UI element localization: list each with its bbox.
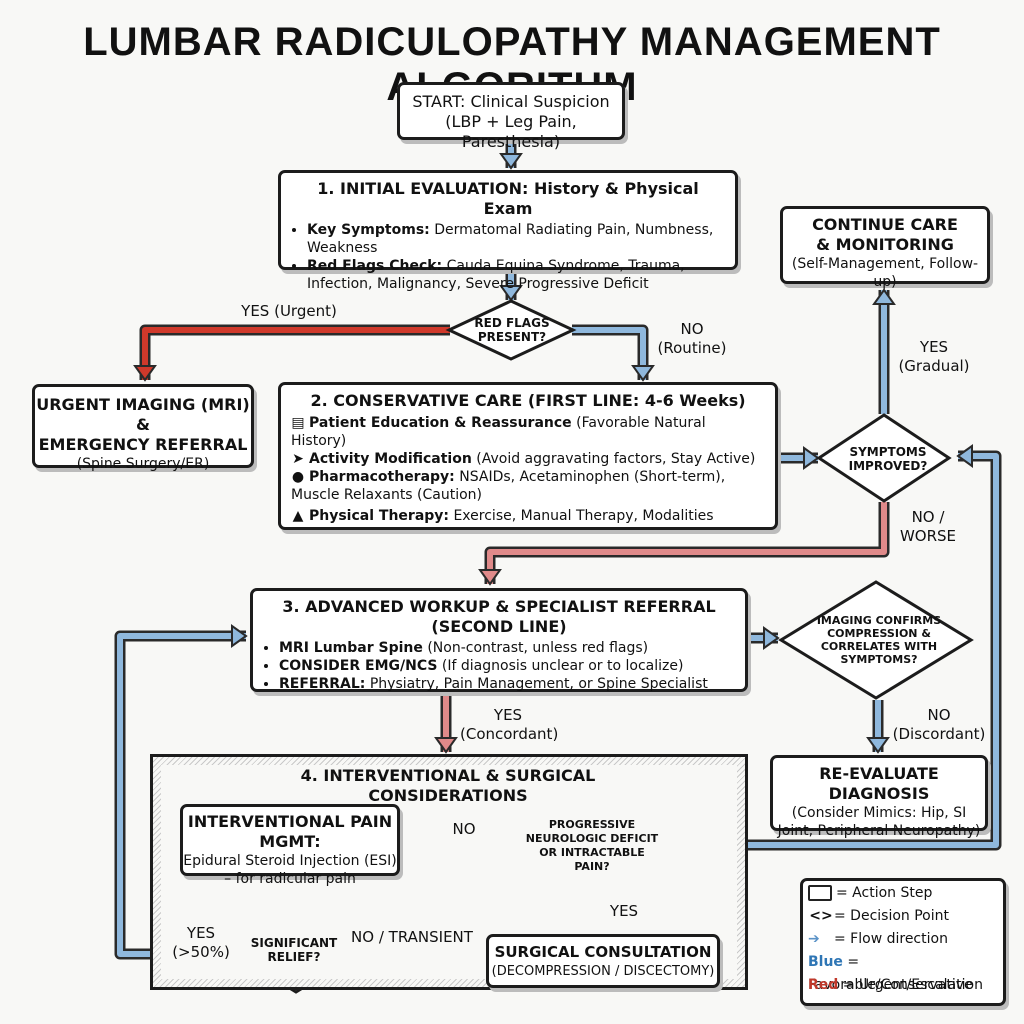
no-worse-label: NO / WORSE: [899, 508, 957, 545]
yes-urgent-arrow: [142, 327, 450, 380]
imaging-confirms-diamond: [778, 580, 974, 700]
pill-icon: ●: [291, 469, 305, 485]
start-subtitle: (LBP + Leg Pain, Paresthesia): [445, 112, 577, 151]
advanced-workup-box: 3. ADVANCED WORKUP & SPECIALIST REFERRAL…: [250, 588, 748, 692]
workup-to-imaging-arrow-head: [763, 626, 780, 650]
legend-blue: Blue = Favorable/Conservative: [808, 954, 973, 993]
running-person-icon: ➤: [292, 451, 304, 467]
relief-yes-loop-arrow-head: [231, 624, 248, 648]
red-flags-decision: RED FLAGS PRESENT?: [474, 316, 550, 344]
yes-urgent-arrow-head: [133, 365, 157, 382]
care-to-improved-arrow-head: [803, 446, 820, 470]
document-icon: ▤: [291, 415, 305, 431]
advanced-workup-title: 3. ADVANCED WORKUP & SPECIALIST REFERRAL…: [282, 597, 716, 636]
no-discordant-label: NO (Discordant): [892, 706, 986, 743]
no-routine-arrow-outline: [572, 324, 649, 380]
urgent-imaging-box: URGENT IMAGING (MRI) & EMERGENCY REFERRA…: [32, 384, 254, 472]
legend-red: Red = Urgent/Escalation: [808, 977, 983, 993]
legend: [800, 878, 1006, 1006]
pharmacotherapy-item: ●Pharmacotherapy: NSAIDs, Acetaminophen …: [291, 469, 726, 503]
yes-gradual-label: YES (Gradual): [898, 338, 970, 375]
decision-point-icon: <>: [809, 908, 833, 924]
conservative-care-title: 2. CONSERVATIVE CARE (FIRST LINE: 4-6 We…: [310, 391, 746, 410]
loop-back-to-improved-arrow-head: [956, 444, 973, 468]
progressive-no-label: NO: [452, 820, 476, 838]
flow-arrow-icon: ➔: [808, 931, 820, 947]
referral-item: REFERRAL: Physiatry, Pain Management, or…: [279, 675, 735, 693]
physical-therapy-item: ▲Physical Therapy: Exercise, Manual Ther…: [292, 508, 714, 524]
progressive-deficit-decision: PROGRESSIVE NEUROLOGIC DEFICIT OR INTRAC…: [525, 818, 659, 873]
initial-evaluation-title: 1. INITIAL EVALUATION: History & Physica…: [317, 179, 699, 218]
key-symptoms-item: Key Symptoms: Dermatomal Radiating Pain,…: [307, 221, 725, 257]
symptoms-improved-diamond: [816, 413, 952, 503]
legend-items: = Action Step <>= Decision Point ➔= Flow…: [808, 882, 1008, 997]
conservative-care-box: 2. CONSERVATIVE CARE (FIRST LINE: 4-6 We…: [278, 382, 778, 530]
interventional-section-title: 4. INTERVENTIONAL & SURGICAL CONSIDERATI…: [300, 766, 596, 805]
emg-item: CONSIDER EMG/NCS (If diagnosis unclear o…: [279, 657, 735, 675]
re-evaluate-box: RE-EVALUATE DIAGNOSIS (Consider Mimics: …: [770, 755, 988, 839]
mri-item: MRI Lumbar Spine (Non-contrast, unless r…: [279, 639, 735, 657]
continue-care-box: CONTINUE CARE & MONITORING (Self-Managem…: [780, 206, 990, 290]
legend-decision: <>= Decision Point: [808, 905, 1008, 928]
red-flags-item: Red Flags Check: Cauda Equina Syndrome, …: [307, 257, 725, 293]
initial-evaluation-box: 1. INITIAL EVALUATION: History & Physica…: [278, 170, 738, 292]
interventional-pain-box: INTERVENTIONAL PAIN MGMT: Epidural Stero…: [180, 804, 400, 887]
start-title: START: Clinical Suspicion: [412, 92, 610, 111]
yes-urgent-arrow-outline: [139, 324, 450, 380]
stretching-person-icon: ▲: [292, 508, 304, 524]
no-discordant-arrow-head: [866, 737, 890, 754]
relief-yes-label: YES (>50%): [172, 924, 230, 961]
start-box: START: Clinical Suspicion (LBP + Leg Pai…: [397, 82, 625, 151]
no-worse-arrow-head: [478, 569, 502, 586]
red-flags-diamond: [445, 299, 577, 361]
significant-relief-decision: SIGNIFICANT RELIEF?: [250, 936, 338, 964]
yes-concordant-arrow-head: [434, 737, 458, 754]
yes-gradual-arrow-head: [872, 288, 896, 305]
action-step-icon: [808, 885, 832, 901]
no-worse-arrow: [487, 502, 887, 584]
activity-modification-item: ➤Activity Modification (Avoid aggravatin…: [292, 451, 756, 467]
relief-no-label: NO / TRANSIENT: [351, 928, 473, 946]
surgical-consultation-box: SURGICAL CONSULTATION (DECOMPRESSION / D…: [486, 934, 720, 988]
yes-urgent-label: YES (Urgent): [241, 302, 337, 320]
loop-back-to-improved-arrow: [660, 453, 999, 848]
symptoms-improved-decision: SYMPTOMS IMPROVED?: [848, 445, 928, 473]
progressive-yes-label: YES: [609, 902, 639, 920]
start-to-eval-arrow-head: [499, 153, 523, 170]
no-routine-label: NO (Routine): [657, 320, 727, 357]
patient-education-item: ▤Patient Education & Reassurance (Favora…: [291, 415, 706, 449]
eval-to-decision-arrow-head: [499, 285, 523, 302]
legend-flow: ➔= Flow direction: [808, 928, 1008, 951]
legend-action: = Action Step: [808, 882, 1008, 905]
no-routine-arrow-head: [631, 365, 655, 382]
yes-concordant-label: YES (Concordant): [460, 706, 559, 743]
no-routine-arrow: [572, 327, 646, 380]
imaging-confirms-decision: IMAGING CONFIRMS COMPRESSION & CORRELATE…: [816, 614, 942, 666]
